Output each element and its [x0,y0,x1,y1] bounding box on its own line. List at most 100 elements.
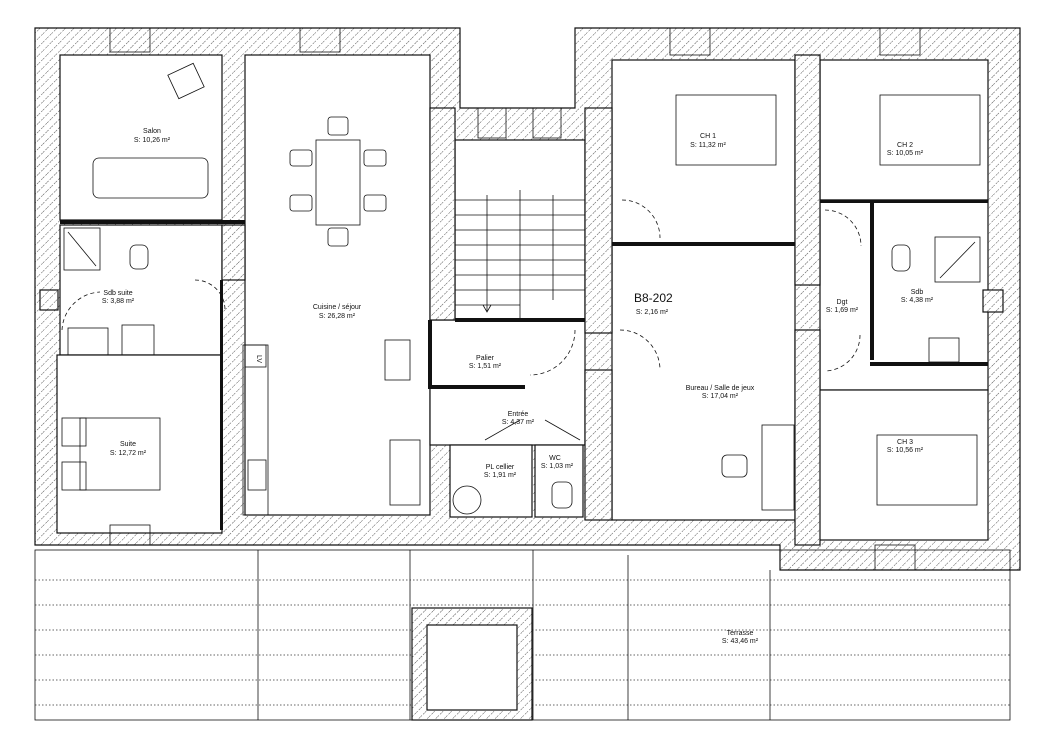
staircase [455,190,585,318]
label-palier: Palier [476,355,495,362]
area-ch3: S: 10,56 m² [887,447,924,454]
svg-text:S: 43,46 m²: S: 43,46 m² [722,638,759,645]
interior-walls [39,54,1004,546]
label-ch2: CH 2 [897,142,913,149]
water-heater-icon [452,485,482,515]
bed-ch1-icon [675,94,777,166]
sink-icon [67,327,109,356]
area-cuisine: S: 26,28 m² [319,313,356,320]
svg-text:Terrasse: Terrasse [727,630,754,637]
room-sdb-suite [59,224,223,356]
desk-icon [761,424,795,511]
room-dgt-sdb [819,199,989,391]
furniture [61,62,981,516]
dining-table-icon [315,139,361,226]
bed-suite-icon [79,417,161,491]
svg-text:S: 1,91 m²: S: 1,91 m² [484,472,517,479]
svg-text:CH 3: CH 3 [897,439,913,446]
room-cellier [449,444,533,518]
room-labels: Salon S: 10,26 m² Cuisine / séjour S: 26… [102,128,934,645]
svg-text:Palier: Palier [476,355,495,362]
bed-ch3-icon [876,434,978,506]
label-dgt: Dgt [837,299,848,306]
area-entree: S: 4,37 m² [502,419,535,426]
svg-text:S: 3,88 m²: S: 3,88 m² [102,298,135,305]
svg-text:CH 1: CH 1 [700,133,716,140]
label-sdb: Sdb [911,289,924,296]
area-sdb: S: 4,38 m² [901,297,934,304]
label-entree: Entrée [508,411,529,418]
area-ch1: S: 11,32 m² [690,142,726,149]
cooktop-icon [247,459,267,491]
svg-text:PL cellier: PL cellier [486,464,515,471]
svg-text:Cuisine / séjour: Cuisine / séjour [313,304,362,311]
area-dgt: S: 1,69 m² [826,307,859,314]
svg-text:Suite: Suite [120,441,136,448]
shower-icon [63,227,101,271]
svg-text:S: 4,38 m²: S: 4,38 m² [901,297,934,304]
svg-text:Bureau / Salle de jeux: Bureau / Salle de jeux [686,385,755,392]
unit-id: B8-202 [634,291,673,305]
armchair-icon [167,62,205,100]
svg-text:S: 26,28 m²: S: 26,28 m² [319,313,356,320]
desk-chair-icon [721,454,748,478]
svg-text:S: 4,37 m²: S: 4,37 m² [502,419,535,426]
area-bureau: S: 17,04 m² [702,393,739,400]
label-sdb-suite: Sdb suite [103,290,132,297]
room-suite [56,354,223,534]
label-cuisine: Cuisine / séjour [313,304,362,311]
room-cuisine [244,54,431,516]
svg-text:S: 17,04 m²: S: 17,04 m² [702,393,739,400]
unit-area: S: 2,16 m² [636,309,669,316]
svg-text:Sdb suite: Sdb suite [103,290,132,297]
room-ch2 [819,59,989,201]
label-suite: Suite [120,441,136,448]
label-terrasse: Terrasse [727,630,754,637]
room-ch3 [814,389,989,541]
room-salon [59,54,223,221]
area-salon: S: 10,26 m² [134,137,171,144]
room-wc [534,444,584,518]
svg-text:S: 12,72 m²: S: 12,72 m² [110,450,147,457]
svg-text:CH 2: CH 2 [897,142,913,149]
terrace [34,549,1011,721]
area-ch2: S: 10,05 m² [887,150,924,157]
svg-text:S: 10,26 m²: S: 10,26 m² [134,137,171,144]
svg-text:S: 10,56 m²: S: 10,56 m² [887,447,924,454]
area-cellier: S: 1,91 m² [484,472,517,479]
dishwasher-lv [244,344,267,368]
toilet-right-icon [891,244,911,272]
svg-text:S: 11,32 m²: S: 11,32 m² [690,142,726,149]
area-suite: S: 12,72 m² [110,450,147,457]
svg-text:Entrée: Entrée [508,411,529,418]
sink-right-icon [928,337,960,363]
svg-text:S: 1,03 m²: S: 1,03 m² [541,463,574,470]
svg-text:S: 1,51 m²: S: 1,51 m² [469,363,502,370]
bed-ch2-icon [879,94,981,166]
room-entree [429,319,586,446]
wc-toilet-icon [551,481,573,509]
label-ch1: CH 1 [700,133,716,140]
area-wc: S: 1,03 m² [541,463,574,470]
svg-text:Dgt: Dgt [837,299,848,306]
toilet-icon [129,244,149,270]
area-palier: S: 1,51 m² [469,363,502,370]
area-sdb-suite: S: 3,88 m² [102,298,135,305]
label-lv: LV [255,355,262,363]
label-ch3: CH 3 [897,439,913,446]
door-swings [61,199,862,441]
svg-text:S: 10,05 m²: S: 10,05 m² [887,150,924,157]
svg-text:Salon: Salon [143,128,161,135]
windows [109,27,921,571]
svg-text:WC: WC [549,455,561,462]
shower-right-icon [934,236,981,283]
label-bureau: Bureau / Salle de jeux [686,385,755,392]
room-bureau [611,59,796,521]
area-terrasse: S: 43,46 m² [722,638,759,645]
label-cellier: PL cellier [486,464,515,471]
svg-text:Sdb: Sdb [911,289,924,296]
svg-text:S: 1,69 m²: S: 1,69 m² [826,307,859,314]
label-wc: WC [549,455,561,462]
sofa-icon [92,157,209,199]
